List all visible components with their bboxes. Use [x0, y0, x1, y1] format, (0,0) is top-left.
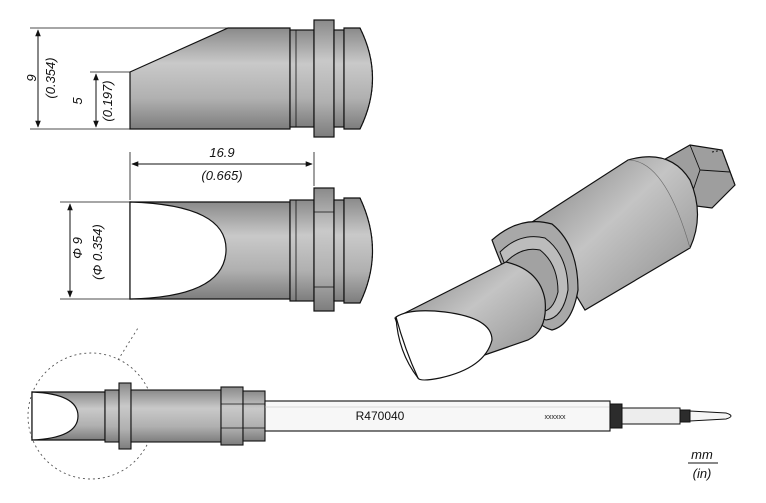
length-dimension: 16.9 (0.665) — [129, 145, 315, 200]
isometric-view-tip — [394, 144, 736, 381]
length-mm: 16.9 — [209, 145, 234, 160]
side-view-tip — [129, 19, 373, 138]
full-cartridge-view: R470040 xxxxxx — [27, 327, 732, 480]
unit-in: (in) — [693, 466, 712, 481]
front-view-tip — [129, 187, 373, 312]
unit-mm: mm — [691, 447, 713, 462]
part-number-label: R470040 — [356, 409, 405, 423]
diameter-mm: Φ 9 — [70, 237, 85, 259]
height-total-in: (0.354) — [43, 57, 58, 98]
units-legend: mm (in) — [688, 447, 718, 481]
height-bevel-mm: 5 — [70, 97, 85, 105]
code-mark: xxxxxx — [545, 414, 567, 421]
height-bevel-in: (0.197) — [100, 80, 115, 121]
diameter-dimension: Φ 9 (Φ 0.354) — [60, 201, 130, 300]
height-dimensions: 9 (0.354) 5 (0.197) — [24, 27, 228, 130]
height-total-mm: 9 — [24, 74, 39, 81]
length-in: (0.665) — [201, 168, 242, 183]
diameter-in: (Φ 0.354) — [90, 224, 105, 280]
